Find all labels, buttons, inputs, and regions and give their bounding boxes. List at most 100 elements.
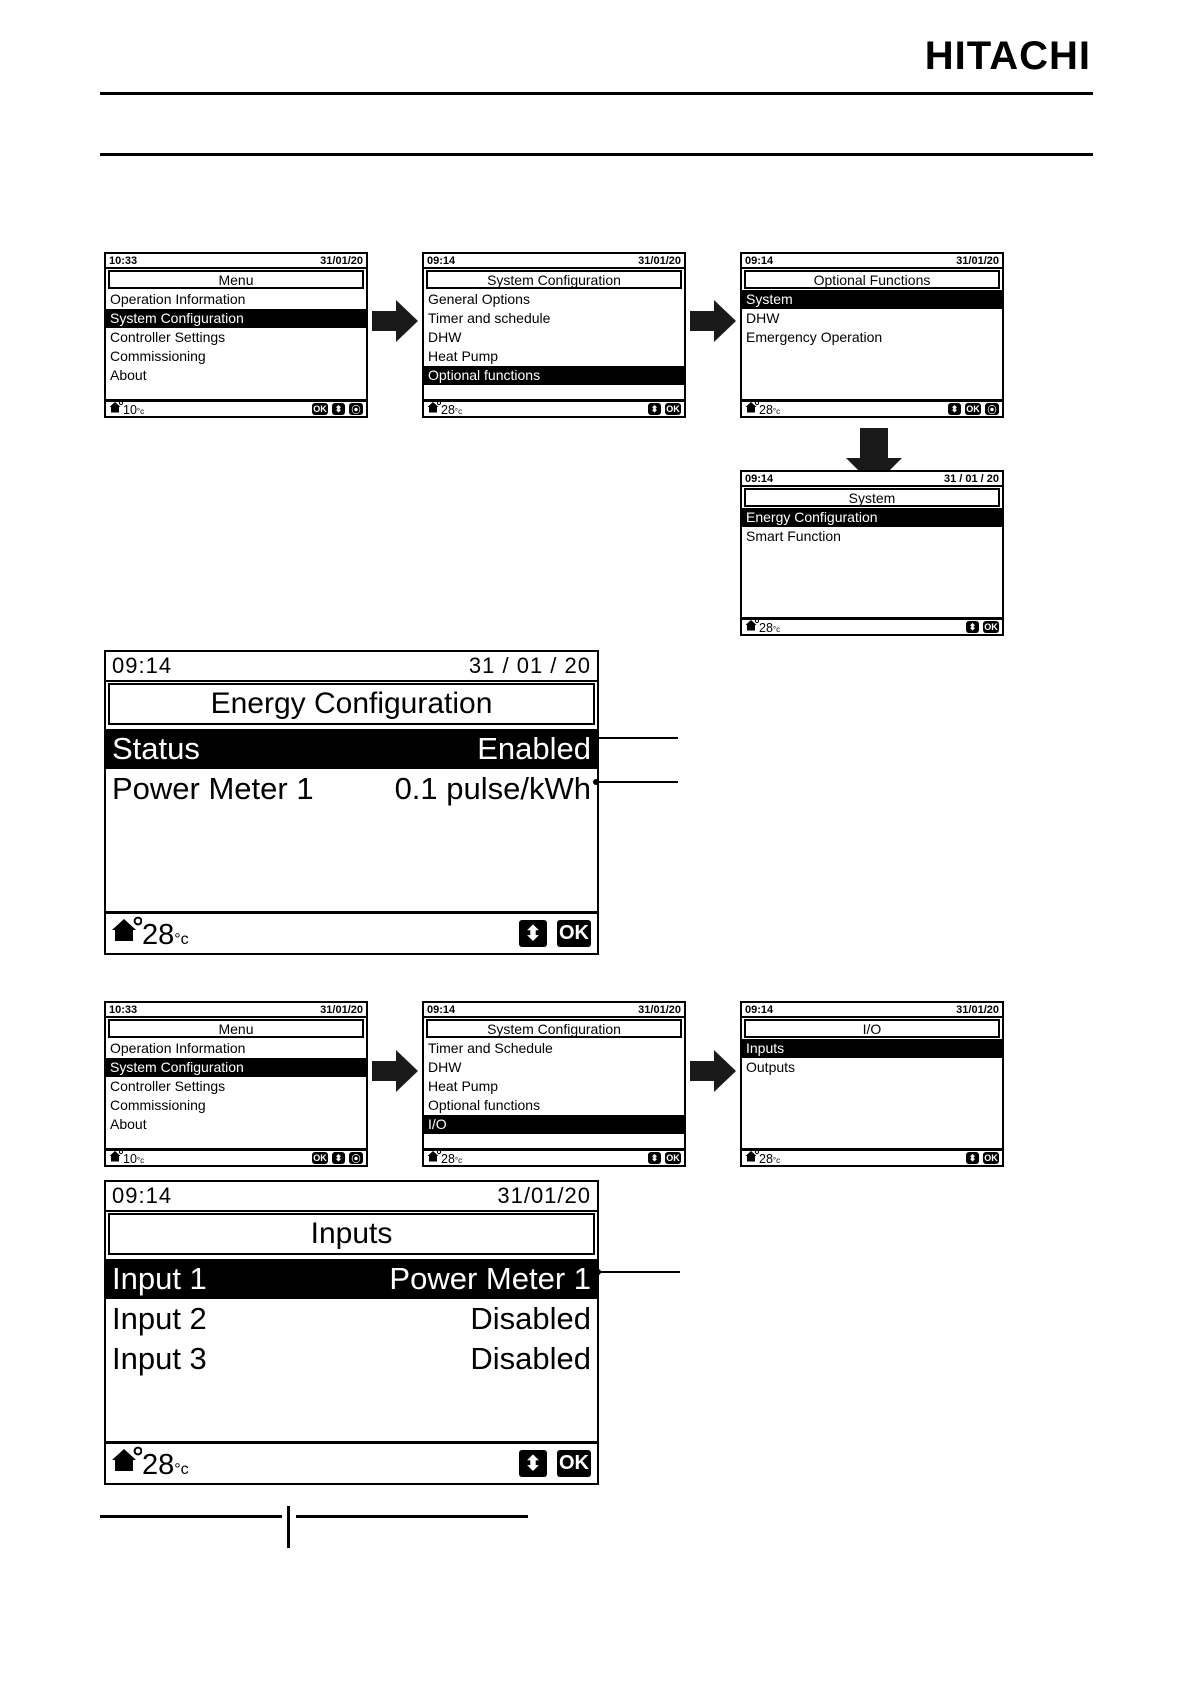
softkey-icons[interactable]: ⬍ OK — [509, 920, 591, 947]
updown-arrow-icon[interactable]: ⬍ — [948, 403, 961, 415]
updown-arrow-icon[interactable]: ⬍ — [519, 920, 547, 947]
menu-list[interactable]: Operation Information System Configurati… — [106, 290, 366, 385]
screen-statusbar-top: 09:14 31/01/20 — [424, 254, 684, 269]
list-item[interactable]: DHW — [424, 1058, 684, 1077]
date-label: 31/01/20 — [956, 1003, 999, 1016]
updown-arrow-icon[interactable]: ⬍ — [332, 403, 345, 415]
list-item[interactable]: Smart Function — [742, 527, 1002, 546]
updown-arrow-icon[interactable]: ⬍ — [332, 1152, 345, 1164]
flow-arrow-right-icon — [372, 300, 418, 342]
list-item[interactable]: System Configuration — [106, 1058, 366, 1077]
ok-icon[interactable]: OK — [965, 403, 981, 415]
updown-arrow-icon[interactable]: ⬍ — [966, 621, 979, 633]
list-item-label: Input 2 — [112, 1301, 207, 1336]
list-item[interactable]: General Options — [424, 290, 684, 309]
ok-icon[interactable]: OK — [557, 920, 591, 947]
ok-icon[interactable]: OK — [983, 621, 999, 633]
share-icon[interactable]: ⦿ — [349, 403, 363, 415]
list-item[interactable]: Controller Settings — [106, 1077, 366, 1096]
list-item[interactable]: Energy Configuration — [742, 508, 1002, 527]
softkey-icons[interactable]: ⬍ OK — [962, 1152, 999, 1164]
list-item[interactable]: Commissioning — [106, 347, 366, 366]
list-item[interactable]: Operation Information — [106, 290, 366, 309]
outdoor-temp-indicator: 10°c — [109, 401, 144, 416]
softkey-icons[interactable]: ⬍ OK — [644, 403, 681, 415]
list-item[interactable]: About — [106, 366, 366, 385]
share-icon[interactable]: ⦿ — [349, 1152, 363, 1164]
ok-icon[interactable]: OK — [665, 1152, 681, 1164]
share-icon[interactable]: ⦿ — [985, 403, 999, 415]
menu-list[interactable]: Timer and Schedule DHW Heat Pump Optiona… — [424, 1039, 684, 1134]
energy-configuration-screen[interactable]: 09:14 31 / 01 / 20 Energy Configuration … — [104, 650, 599, 955]
list-item-label: Heat Pump — [428, 348, 499, 364]
system-configuration-screen-1[interactable]: 09:14 31/01/20 System Configuration Gene… — [422, 252, 686, 418]
list-item-label: Status — [112, 731, 200, 766]
list-item[interactable]: Timer and schedule — [424, 309, 684, 328]
list-item[interactable]: Power Meter 1 0.1 pulse/kWh — [106, 769, 597, 809]
list-item[interactable]: Outputs — [742, 1058, 1002, 1077]
list-item[interactable]: Controller Settings — [106, 328, 366, 347]
menu-list[interactable]: Operation Information System Configurati… — [106, 1039, 366, 1134]
list-item-label: Power Meter 1 — [112, 771, 314, 806]
list-item[interactable]: Optional functions — [424, 366, 684, 385]
menu-screen-2[interactable]: 10:33 31/01/20 Menu Operation Informatio… — [104, 1001, 368, 1167]
menu-list[interactable]: General Options Timer and schedule DHW H… — [424, 290, 684, 385]
softkey-icons[interactable]: OK ⬍ ⦿ — [308, 403, 363, 415]
system-screen[interactable]: 09:14 31 / 01 / 20 System Energy Configu… — [740, 470, 1004, 636]
optional-functions-screen[interactable]: 09:14 31/01/20 Optional Functions System… — [740, 252, 1004, 418]
list-item[interactable]: System — [742, 290, 1002, 309]
updown-arrow-icon[interactable]: ⬍ — [519, 1450, 547, 1477]
list-item[interactable]: About — [106, 1115, 366, 1134]
system-configuration-screen-2[interactable]: 09:14 31/01/20 System Configuration Time… — [422, 1001, 686, 1167]
menu-screen-1[interactable]: 10:33 31/01/20 Menu Operation Informatio… — [104, 252, 368, 418]
footer-rule-right — [296, 1515, 528, 1518]
io-screen[interactable]: 09:14 31/01/20 I/O Inputs Outputs 28°c ⬍… — [740, 1001, 1004, 1167]
ok-icon[interactable]: OK — [665, 403, 681, 415]
ok-icon[interactable]: OK — [557, 1450, 591, 1477]
menu-list[interactable]: Inputs Outputs — [742, 1039, 1002, 1077]
temp-unit: °c — [772, 407, 781, 416]
list-item[interactable]: Timer and Schedule — [424, 1039, 684, 1058]
list-item[interactable]: DHW — [742, 309, 1002, 328]
list-item[interactable]: Heat Pump — [424, 1077, 684, 1096]
screen-statusbar-bottom: 28°c ⬍ OK — [106, 1441, 597, 1483]
updown-arrow-icon[interactable]: ⬍ — [966, 1152, 979, 1164]
list-item[interactable]: Emergency Operation — [742, 328, 1002, 347]
menu-list[interactable]: Energy Configuration Smart Function — [742, 508, 1002, 546]
list-item[interactable]: Optional functions — [424, 1096, 684, 1115]
list-item-label: DHW — [428, 329, 462, 345]
updown-arrow-icon[interactable]: ⬍ — [648, 403, 661, 415]
list-item-label: About — [110, 1116, 147, 1132]
list-item[interactable]: I/O — [424, 1115, 684, 1134]
list-item[interactable]: Commissioning — [106, 1096, 366, 1115]
list-item[interactable]: Operation Information — [106, 1039, 366, 1058]
menu-list[interactable]: System DHW Emergency Operation — [742, 290, 1002, 347]
list-item[interactable]: Heat Pump — [424, 347, 684, 366]
outdoor-temp-indicator: 28°c — [112, 1446, 189, 1482]
screen-title: Energy Configuration — [108, 683, 595, 725]
softkey-icons[interactable]: ⬍ OK — [509, 1450, 591, 1477]
softkey-icons[interactable]: OK ⬍ ⦿ — [308, 1152, 363, 1164]
softkey-icons[interactable]: ⬍ OK ⦿ — [944, 403, 999, 415]
home-icon — [109, 401, 123, 413]
updown-arrow-icon[interactable]: ⬍ — [648, 1152, 661, 1164]
list-item[interactable]: Inputs — [742, 1039, 1002, 1058]
list-item[interactable]: System Configuration — [106, 309, 366, 328]
ok-icon[interactable]: OK — [312, 1152, 328, 1164]
ok-icon[interactable]: OK — [983, 1152, 999, 1164]
callout-line-input1 — [598, 1271, 680, 1273]
list-item-value: 0.1 pulse/kWh — [394, 771, 591, 806]
softkey-icons[interactable]: ⬍ OK — [644, 1152, 681, 1164]
list-item[interactable]: DHW — [424, 328, 684, 347]
ok-icon[interactable]: OK — [312, 403, 328, 415]
softkey-icons[interactable]: ⬍ OK — [962, 621, 999, 633]
temp-value: 28 — [142, 918, 175, 951]
screen-title: I/O — [744, 1019, 1000, 1038]
